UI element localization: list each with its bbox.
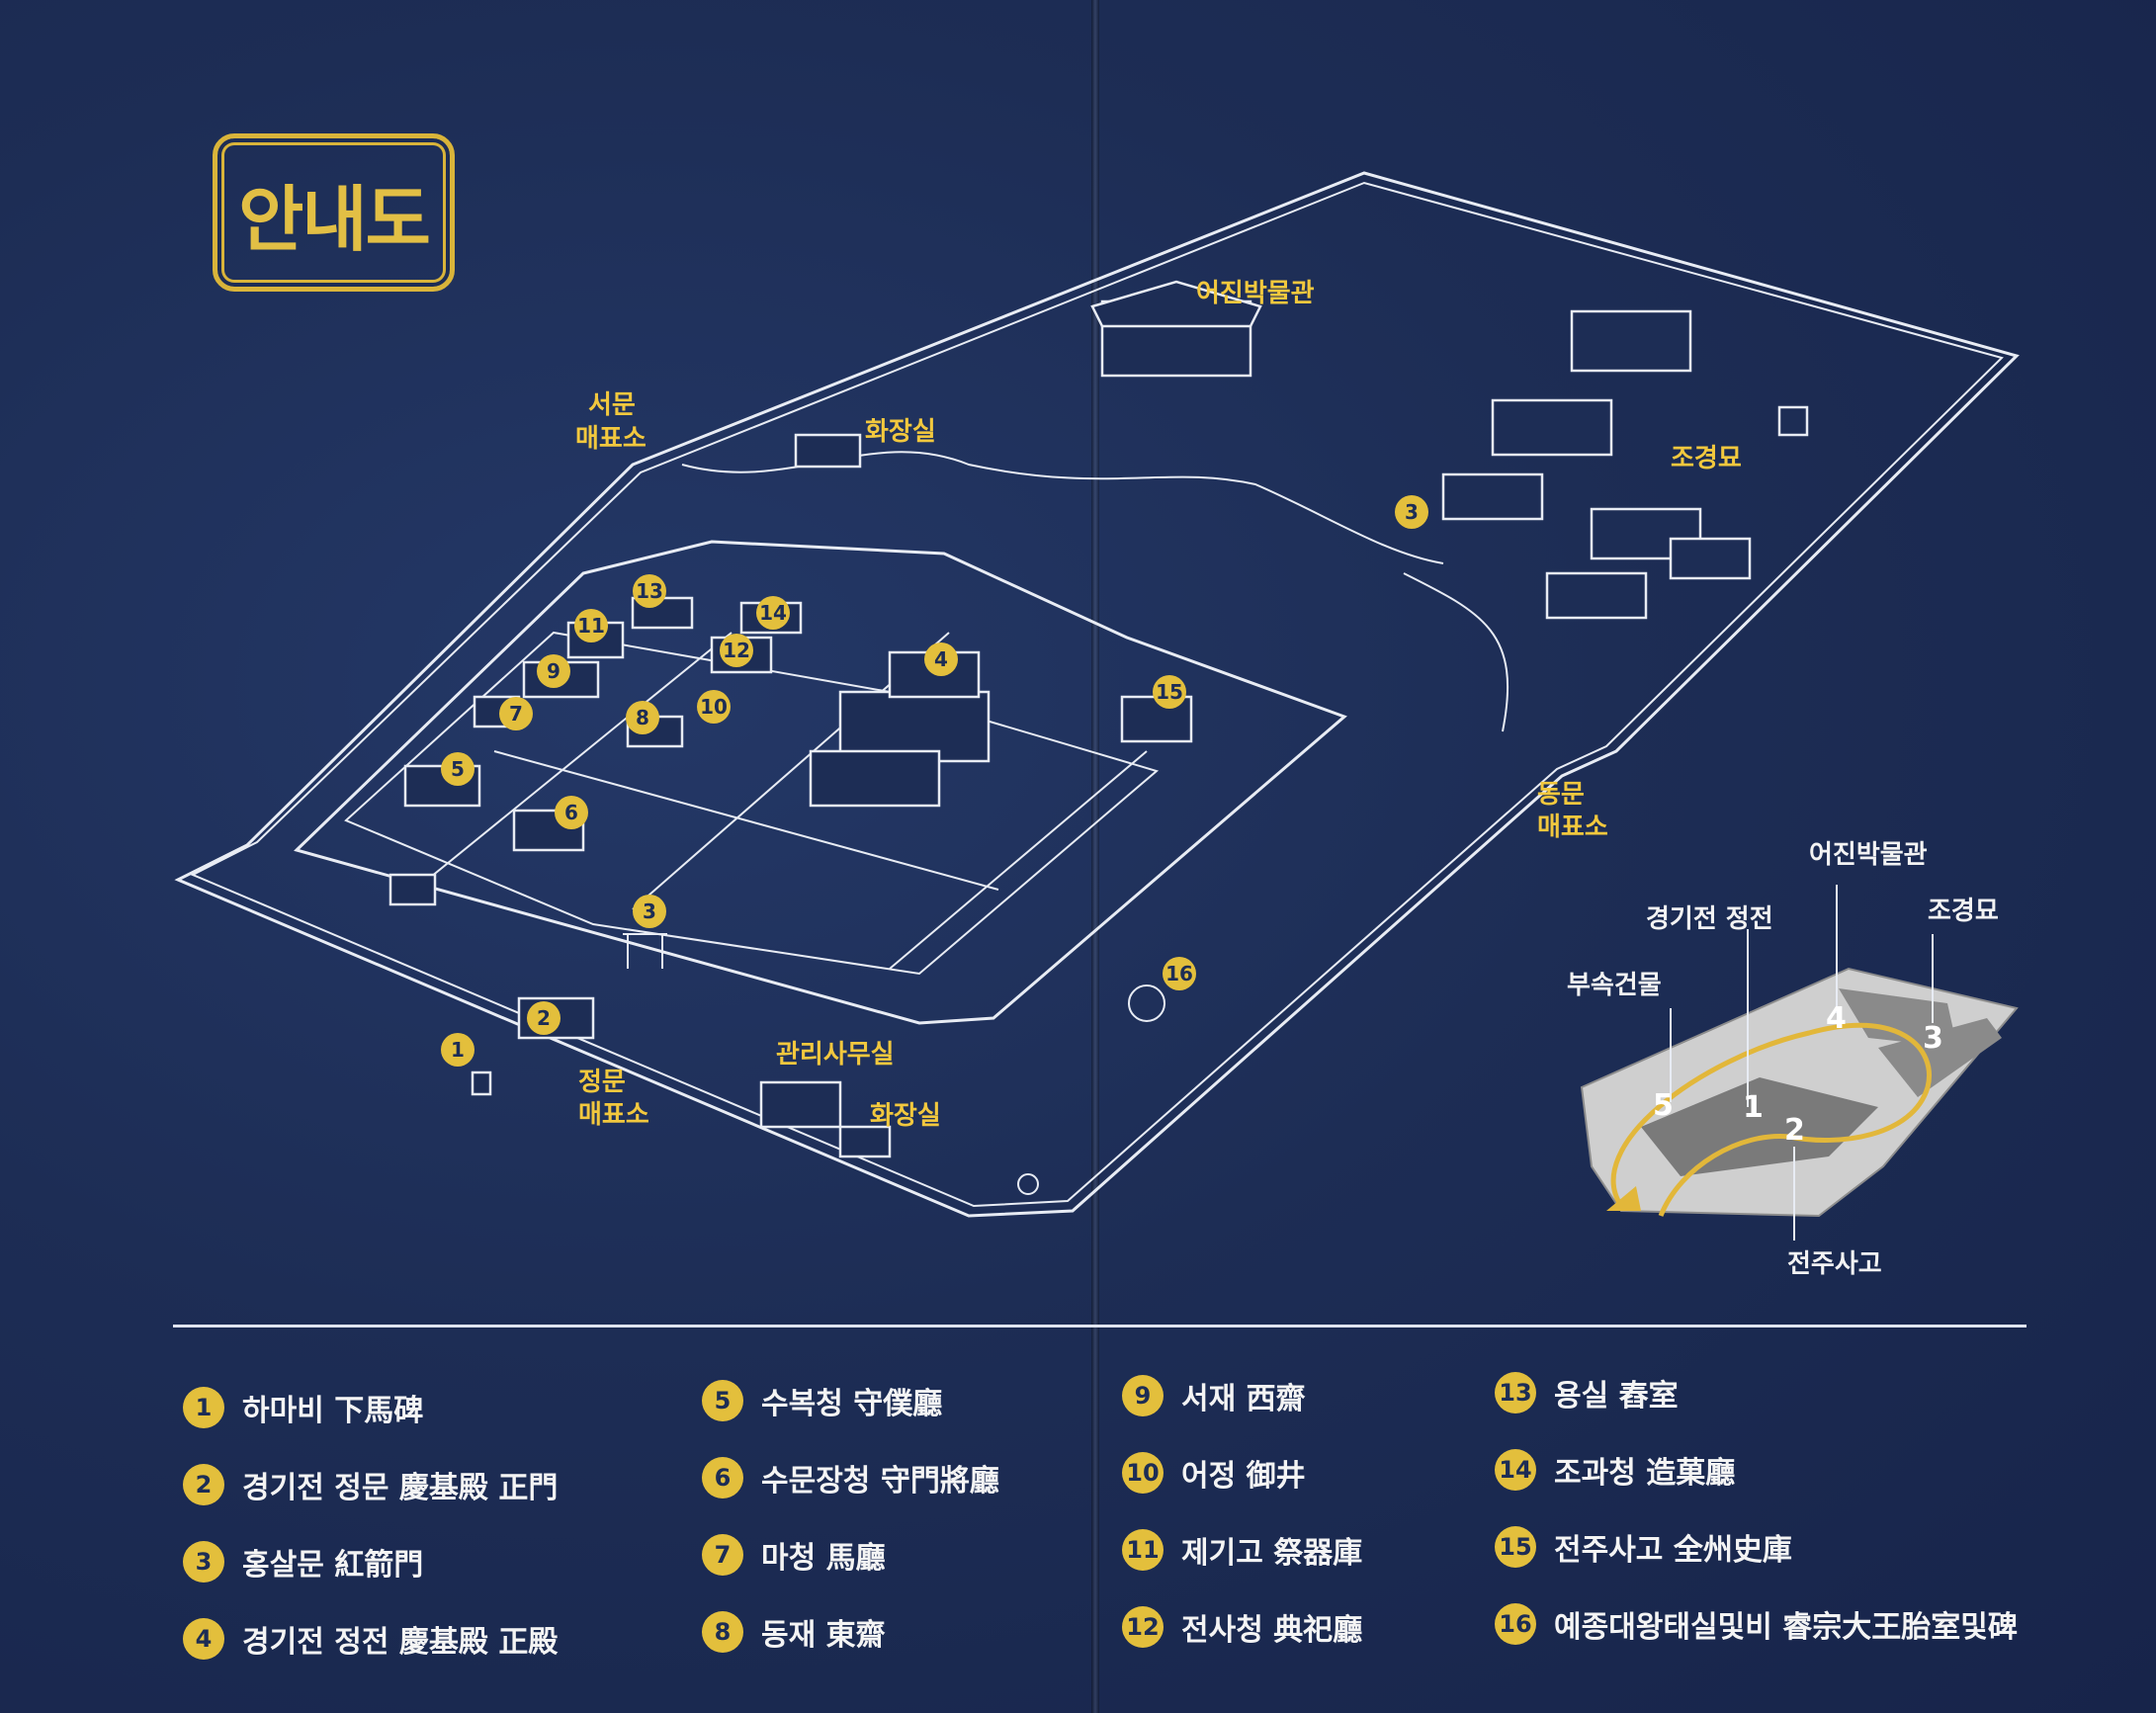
- badge-15: 15: [1153, 675, 1186, 709]
- restroom-bottom-building: [838, 1125, 892, 1158]
- route-num-2: 2: [1784, 1113, 1805, 1148]
- outer-wall-inner: [190, 181, 2004, 1208]
- label-main-ticket-1: 정문: [578, 1068, 626, 1097]
- shrine-building-6: [1669, 537, 1752, 580]
- svg-text:4: 4: [934, 647, 948, 671]
- badge-1: 1: [441, 1033, 474, 1067]
- label-east-ticket-2: 매표소: [1537, 813, 1608, 842]
- mini-label-archive: 전주사고: [1787, 1249, 1882, 1279]
- svg-text:3: 3: [643, 899, 656, 923]
- shrine-building-3: [1441, 472, 1544, 521]
- route-num-4: 4: [1826, 1001, 1847, 1036]
- walking-path-right: [1403, 572, 1509, 732]
- svg-text:15: 15: [1156, 680, 1183, 704]
- well-marker: [1017, 1173, 1039, 1195]
- label-museum: 어진박물관: [1196, 279, 1315, 308]
- svg-text:13: 13: [636, 579, 663, 603]
- outer-wall: [174, 171, 2020, 1218]
- svg-text:16: 16: [1165, 962, 1193, 985]
- svg-text:8: 8: [636, 706, 649, 729]
- badge-3a: 3: [633, 895, 666, 928]
- route-num-5: 5: [1653, 1088, 1674, 1123]
- badge-13: 13: [633, 574, 666, 608]
- badge-3b: 3: [1395, 495, 1428, 529]
- shrine-building-1: [1570, 309, 1692, 373]
- badge-16: 16: [1163, 957, 1196, 990]
- label-jogyeongmyo: 조경묘: [1671, 444, 1742, 473]
- museum-roof: [1090, 280, 1262, 328]
- inner-axis-2: [414, 632, 733, 891]
- label-main-ticket-2: 매표소: [578, 1100, 649, 1130]
- svg-text:7: 7: [509, 702, 523, 726]
- badge-6: 6: [555, 796, 588, 829]
- svg-text:2: 2: [537, 1006, 551, 1030]
- label-east-ticket-1: 동문: [1537, 780, 1585, 810]
- badge-8: 8: [626, 701, 659, 734]
- svg-text:3: 3: [1405, 500, 1419, 524]
- main-hall-building: [838, 690, 991, 763]
- mini-label-museum: 어진박물관: [1809, 840, 1928, 870]
- mini-route-map: [1580, 885, 2019, 1241]
- inner-axis-1: [493, 750, 999, 891]
- label-restroom-top: 화장실: [865, 417, 936, 447]
- route-num-3: 3: [1923, 1021, 1943, 1056]
- shrine-building-5: [1545, 571, 1648, 620]
- svg-text:10: 10: [700, 695, 728, 719]
- shrine-building-4: [1590, 507, 1702, 560]
- royal-tomb-marker: [1777, 405, 1809, 437]
- label-west-ticket-2: 매표소: [575, 424, 647, 454]
- legend-divider: [173, 1325, 2027, 1328]
- mini-label-jogyeongmyo: 조경묘: [1928, 897, 1999, 926]
- shrine-building-2: [1491, 398, 1613, 457]
- svg-text:5: 5: [451, 757, 465, 781]
- office-building: [759, 1080, 842, 1129]
- title-stamp: 안내도: [213, 133, 455, 292]
- badge-11: 11: [574, 609, 608, 642]
- svg-text:11: 11: [577, 614, 605, 638]
- svg-text:14: 14: [759, 601, 787, 625]
- svg-text:12: 12: [723, 639, 750, 662]
- badge-5: 5: [441, 752, 474, 786]
- inner-axis-4: [889, 750, 1148, 970]
- badge-14: 14: [756, 596, 790, 630]
- hamabi-stone: [471, 1071, 492, 1096]
- taesil-monument: [1128, 985, 1165, 1022]
- svg-text:9: 9: [547, 659, 561, 683]
- main-hall-annex: [809, 749, 941, 808]
- page-fold: [1091, 0, 1099, 1713]
- svg-text:1: 1: [451, 1038, 465, 1062]
- side-gate-building: [388, 873, 437, 906]
- badge-12: 12: [720, 634, 753, 667]
- mini-label-annex: 부속건물: [1567, 971, 1662, 1000]
- red-gate: [623, 933, 667, 969]
- label-west-ticket-1: 서문: [588, 390, 636, 420]
- badge-9: 9: [537, 654, 570, 688]
- label-office: 관리사무실: [776, 1040, 895, 1070]
- site-map: 어진박물관 서문 매표소 화장실 조경묘 동문 매표소 정문 매표소 관리사무실…: [174, 171, 2020, 1279]
- badge-2: 2: [527, 1001, 561, 1035]
- restroom-top-building: [794, 433, 862, 469]
- building-6: [512, 809, 585, 852]
- route-num-1: 1: [1743, 1090, 1764, 1125]
- badge-10: 10: [697, 690, 731, 724]
- badge-4: 4: [924, 642, 958, 676]
- badge-7: 7: [499, 697, 533, 730]
- page-title: 안내도: [238, 177, 431, 261]
- label-restroom-bottom: 화장실: [870, 1101, 941, 1131]
- mini-label-main-hall: 경기전 정전: [1646, 904, 1773, 934]
- svg-text:6: 6: [564, 801, 578, 824]
- inner-courtyard: [344, 631, 1160, 976]
- inner-compound-wall: [294, 540, 1347, 1025]
